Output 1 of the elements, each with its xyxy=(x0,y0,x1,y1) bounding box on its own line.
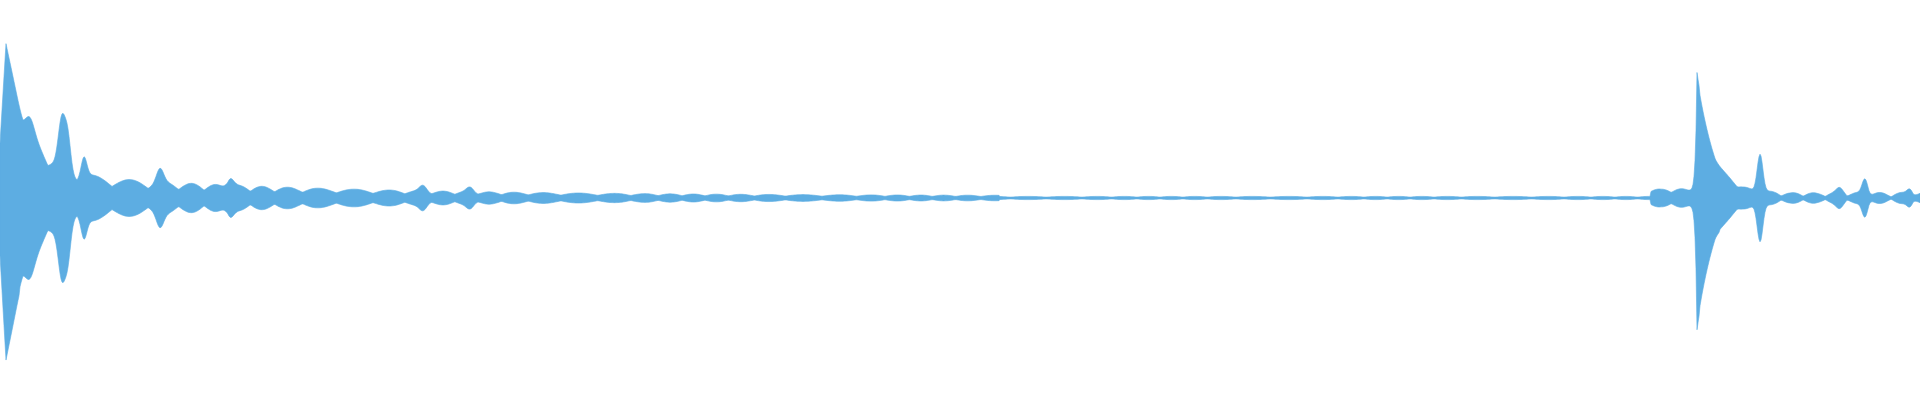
waveform-drawing xyxy=(0,43,1920,361)
